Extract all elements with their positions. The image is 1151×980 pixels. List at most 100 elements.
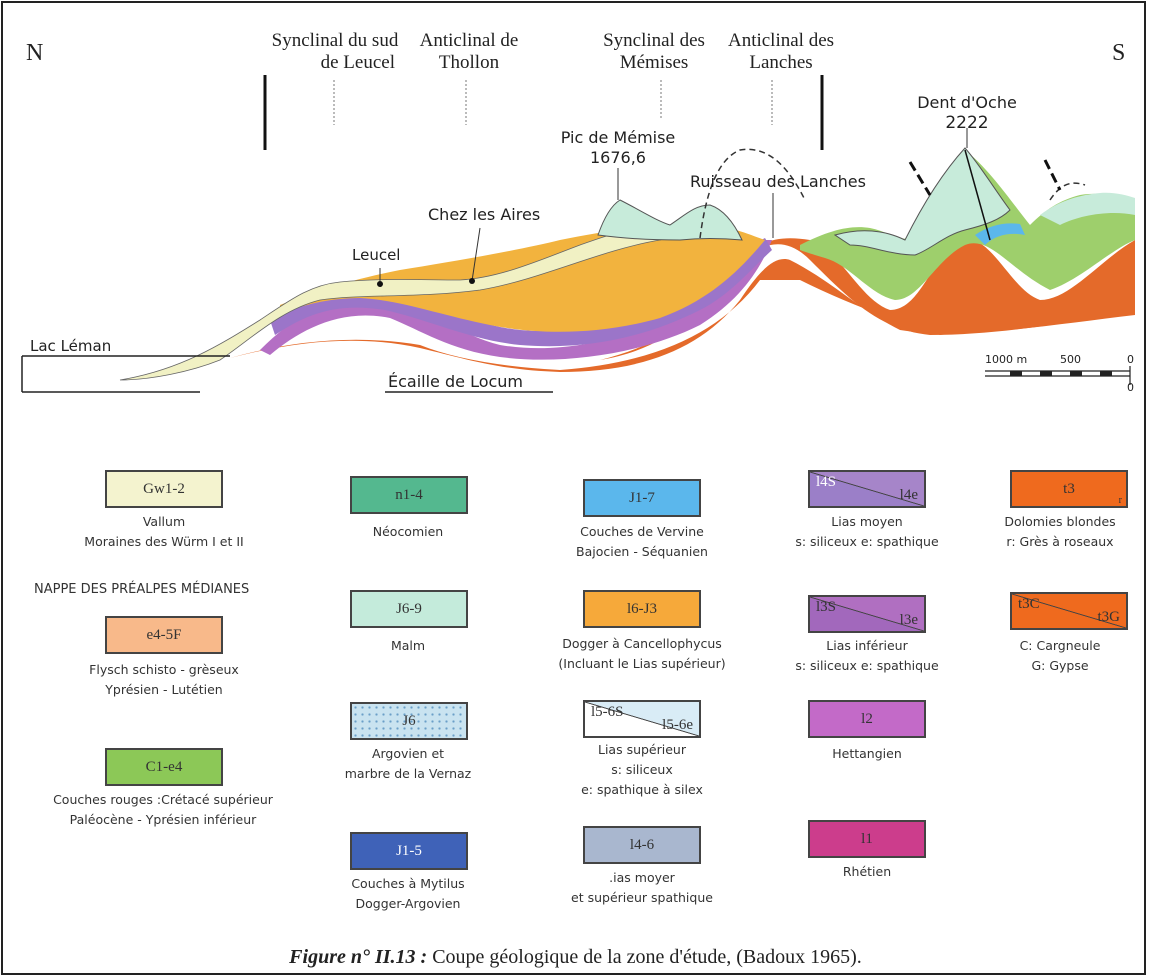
legend-line: Couches rouges :Crétacé supérieur [53, 792, 273, 807]
label-ecaille-locum: Écaille de Locum [388, 372, 524, 391]
legend-line: Néocomien [372, 524, 444, 539]
swatch-hettangien: l2 [808, 700, 926, 738]
scale-label-bottom: 0 [1127, 381, 1134, 394]
swatch-code-2: l4e [899, 487, 918, 503]
legend-line: Couches à Mytilus [351, 876, 465, 891]
legend-line: Vallum [142, 514, 186, 529]
legend-line: s: siliceux [611, 762, 673, 777]
legend-line: Argovien et [371, 746, 445, 761]
legend-line: Dogger-Argovien [355, 896, 461, 911]
scale-tick-1 [1010, 371, 1022, 376]
swatch-rhetien: l1 [808, 820, 926, 858]
marker-leucel [377, 281, 383, 287]
swatch-lias-inferieur: l3S l3e [808, 595, 926, 633]
swatch-code: n1-4 [395, 486, 423, 503]
swatch-code: l2 [861, 710, 873, 727]
fault-1 [908, 161, 932, 196]
legend-line: C: Cargneule [1019, 638, 1101, 653]
swatch-code: l5-6S [591, 704, 624, 720]
legend-line: Bajocien - Séquanien [576, 544, 708, 559]
figure-caption: Figure n° II.13 : Coupe géologique de la… [0, 946, 1151, 969]
pic-altitude: 1676,6 [590, 148, 646, 167]
nappe-title: NAPPE DES PRÉALPES MÉDIANES [34, 582, 250, 597]
swatch-code: Gw1-2 [143, 480, 185, 497]
dent-name: Dent d'Oche [917, 93, 1017, 112]
swatch-flysch: e4-5F [105, 616, 223, 654]
legend-line: Hettangien [832, 746, 902, 761]
swatch-code-2: l5-6e [662, 717, 693, 733]
legend-hettangien: Hettangien [755, 744, 979, 764]
malm-dent-oche [833, 147, 1011, 256]
scale-label-right: 0 [1127, 353, 1134, 366]
swatch-cargneule: t3C t3G [1010, 592, 1128, 630]
structure-anticline-lanches: Anticlinal des Lanches [716, 30, 846, 74]
structure-line1: Anticlinal de [419, 30, 519, 51]
legend-argovien: Argovien et marbre de la Vernaz [318, 744, 498, 784]
swatch-moraines: Gw1-2 [105, 470, 223, 508]
malm-pic-memise [597, 199, 743, 241]
geological-cross-section [21, 75, 1135, 393]
structure-anticline-thollon: Anticlinal de Thollon [405, 30, 533, 74]
label-dent-oche: Dent d'Oche 2222 [912, 93, 1022, 133]
legend-line: Yprésien - Lutétien [105, 682, 223, 697]
legend-line: Malm [390, 638, 426, 653]
legend-line: Paléocène - Yprésien inférieur [69, 812, 257, 827]
fault-2 [1043, 159, 1062, 191]
pointer-chez [471, 227, 481, 282]
legend-line: e: spathique à silex [581, 782, 703, 797]
swatch-code: l4-6 [629, 836, 655, 853]
eroded-anticline-south [1049, 182, 1086, 201]
label-pic-memise: Pic de Mémise 1676,6 [558, 128, 678, 168]
swatch-mytilus: J1-5 [350, 832, 468, 870]
legend-line: .ias moyer [609, 870, 675, 885]
swatch-argovien: J6 [350, 702, 468, 740]
scale-tick-4 [1100, 371, 1112, 376]
swatch-code: l6-J3 [627, 600, 657, 617]
structure-syncline-leucel: Synclinal du sud de Leucel [255, 30, 415, 74]
structure-line1: Synclinal des [603, 30, 705, 51]
swatch-code-2: l3e [899, 612, 918, 628]
swatch-code: l3S [816, 599, 837, 615]
label-lac-leman: Lac Léman [30, 337, 112, 355]
swatch-code-2: t3G [1097, 609, 1121, 625]
swatch-code-2: r [1118, 495, 1122, 506]
swatch-code: e4-5F [146, 626, 182, 643]
legend-line: r: Grès à roseaux [1006, 534, 1114, 549]
swatch-dogger: l6-J3 [583, 590, 701, 628]
scale-label-mid: 500 [1060, 353, 1081, 366]
north-label: N [26, 40, 44, 66]
structure-syncline-memises: Synclinal des Mémises [594, 30, 714, 74]
legend-dogger: Dogger à Cancellophycus(Incluant le Lias… [525, 634, 759, 674]
structure-line1: Anticlinal des [727, 30, 835, 51]
label-ruisseau-lanches: Ruisseau des Lanches [690, 172, 866, 191]
structure-line2: Lanches [749, 52, 813, 73]
swatch-lias-superieur: l5-6S l5-6e [583, 700, 701, 738]
swatch-vervine: J1-7 [583, 479, 701, 517]
marker-chez [469, 278, 475, 284]
eroded-anticline-lanches [699, 148, 806, 239]
legend-line: marbre de la Vernaz [344, 766, 472, 781]
legend-neocomien: Néocomien [318, 522, 498, 542]
legend-line: (Incluant le Lias supérieur) [558, 656, 726, 671]
legend-line: Lias inférieur [826, 638, 908, 653]
legend-line: Rhétien [842, 864, 892, 879]
label-chez-les-aires: Chez les Aires [428, 205, 541, 224]
pic-name: Pic de Mémise [560, 128, 676, 147]
caption-bold: Figure n° II.13 : [289, 946, 428, 968]
structure-line2: Thollon [438, 52, 500, 73]
swatch-code: J6 [402, 712, 416, 729]
dent-altitude: 2222 [945, 113, 989, 133]
swatch-couches-rouges: C1-e4 [105, 748, 223, 786]
swatch-code: J6-9 [396, 600, 422, 617]
